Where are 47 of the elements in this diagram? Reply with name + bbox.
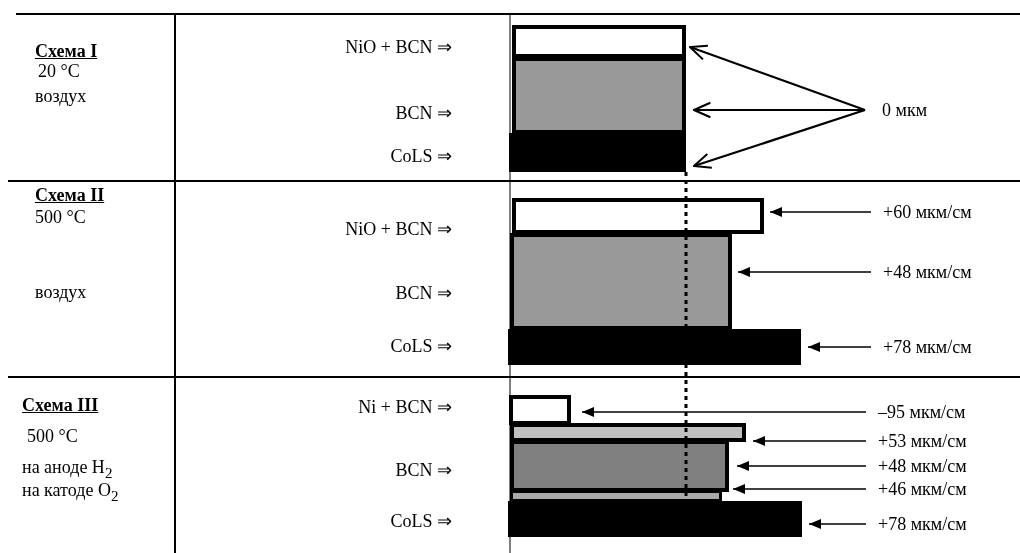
layer-bar [512,57,686,134]
layer-bar [508,501,802,537]
layer-label: BCN ⇒ [395,102,452,124]
condition-text: 500 °C [35,206,86,228]
value-label: +48 мкм/см [878,455,967,477]
layer-bar [509,395,571,425]
arrow [769,207,872,217]
arrow [737,267,872,277]
layer-label: NiO + BCN ⇒ [345,218,452,240]
arrow [736,461,867,471]
arrow [732,484,867,494]
layer-bar [510,233,732,330]
layer-bar [509,133,686,172]
scheme-title: Схема I [35,40,98,62]
value-label: 0 мкм [882,99,928,121]
condition-text: 20 °C [38,60,80,82]
value-label: –95 мкм/см [878,401,966,423]
arrow [693,108,866,169]
value-label: +78 мкм/см [883,336,972,358]
layer-bar [512,198,764,234]
condition-text: воздух [35,85,87,107]
layer-label: BCN ⇒ [395,282,452,304]
layer-bar [510,490,722,502]
layer-label: CoLS ⇒ [390,335,452,357]
layer-label: NiO + BCN ⇒ [345,36,452,58]
arrow [807,342,872,352]
condition-text: воздух [35,281,87,303]
value-label: +53 мкм/см [878,430,967,452]
layer-bar [508,329,801,365]
layer-bar [510,440,729,492]
value-label: +60 мкм/см [883,201,972,223]
arrow [693,101,865,119]
arrow [752,436,867,446]
value-label: +46 мкм/см [878,478,967,500]
value-label: +48 мкм/см [883,261,972,283]
value-label: +78 мкм/см [878,513,967,535]
layer-bar [512,25,686,58]
scheme-title: Схема III [22,394,99,416]
scheme-title: Схема II [35,184,105,206]
layer-label: BCN ⇒ [395,459,452,481]
layer-label: CoLS ⇒ [390,510,452,532]
layer-label: CoLS ⇒ [390,145,452,167]
arrow [581,407,867,417]
arrow [689,44,866,112]
layer-label: Ni + BCN ⇒ [358,396,452,418]
condition-text: 500 °C [27,425,78,447]
arrow [808,519,867,529]
